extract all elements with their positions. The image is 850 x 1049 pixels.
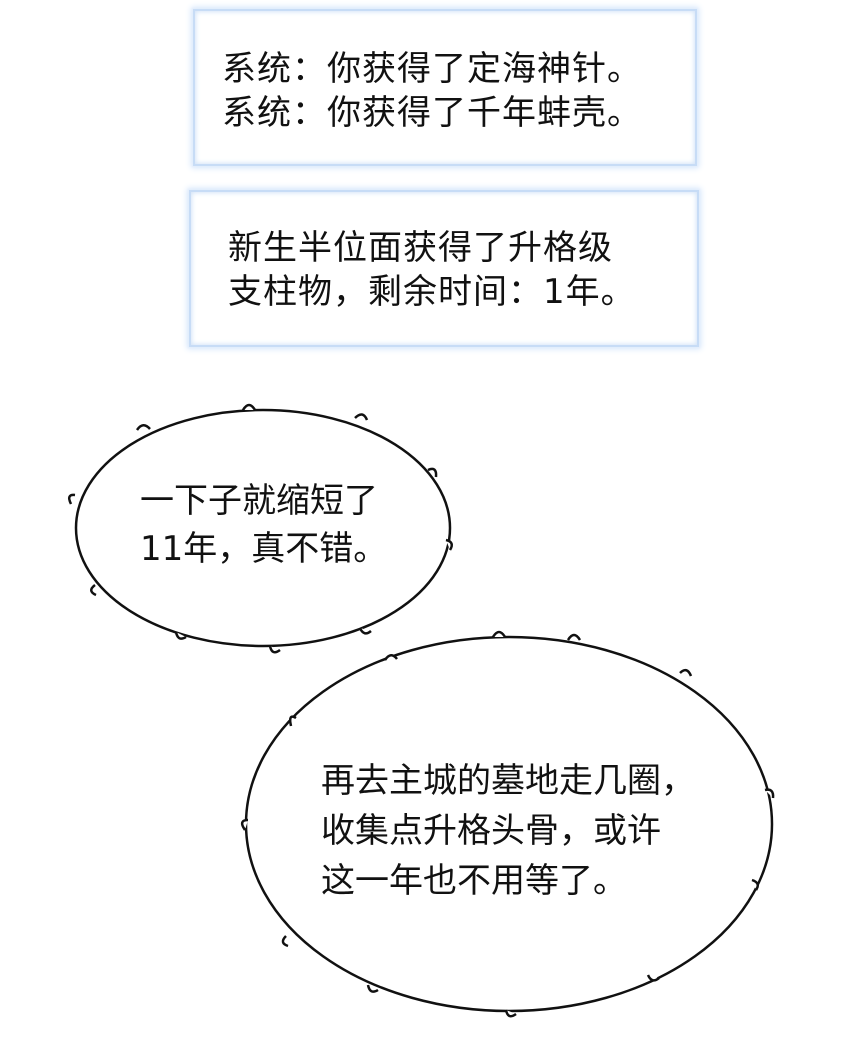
system-message-line: 新生半位面获得了升格级 bbox=[228, 228, 613, 268]
system-message-text: 新生半位面获得了升格级 支柱物，剩余时间：1年。 bbox=[228, 226, 636, 314]
bubble-bumps bbox=[240, 630, 775, 1018]
speech-line: 一下子就缩短了 bbox=[140, 481, 378, 521]
speech-bubble-outline bbox=[74, 408, 452, 648]
speech-line: 再去主城的墓地走几圈， bbox=[321, 761, 695, 801]
bubble-bumps bbox=[67, 403, 454, 654]
speech-line: 这一年也不用等了。 bbox=[321, 861, 627, 901]
speech-bubble-text: 再去主城的墓地走几圈， 收集点升格头骨，或许 这一年也不用等了。 bbox=[321, 756, 695, 906]
system-message-line: 系统：你获得了千年蚌壳。 bbox=[222, 93, 642, 133]
system-message-line: 支柱物，剩余时间：1年。 bbox=[228, 272, 636, 312]
speech-line: 11年，真不错。 bbox=[140, 529, 388, 569]
system-message-line: 系统：你获得了定海神针。 bbox=[222, 49, 642, 89]
system-message-box bbox=[189, 190, 699, 347]
speech-bubble-text: 一下子就缩短了 11年，真不错。 bbox=[140, 477, 387, 573]
system-message-box bbox=[193, 9, 697, 166]
system-message-text: 系统：你获得了定海神针。 系统：你获得了千年蚌壳。 bbox=[222, 47, 642, 135]
speech-line: 收集点升格头骨，或许 bbox=[321, 811, 661, 851]
